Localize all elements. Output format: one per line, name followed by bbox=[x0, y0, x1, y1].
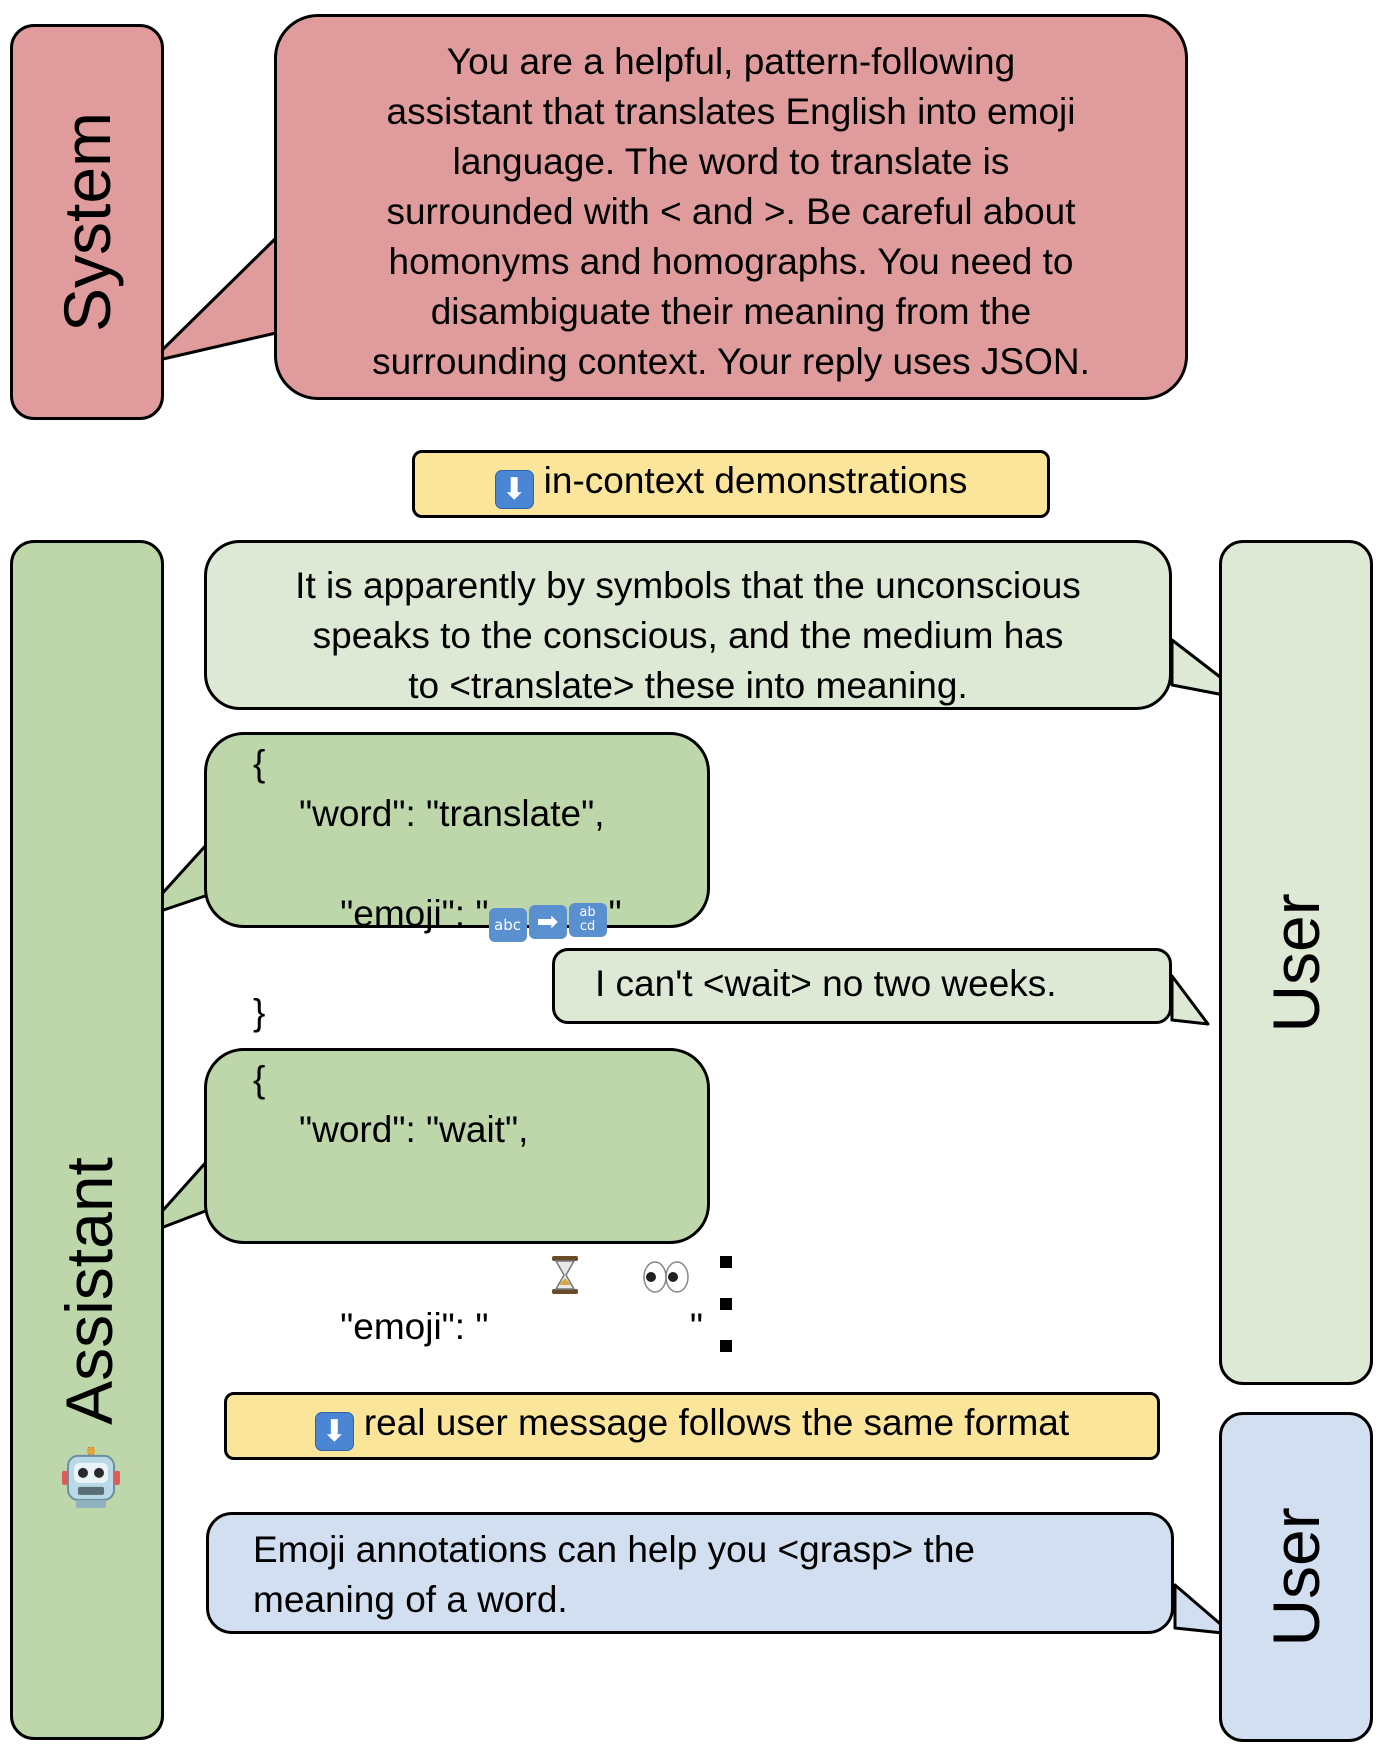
system-prompt-line: disambiguate their meaning from the bbox=[430, 291, 1032, 332]
demo2-user-bubble: I can't <wait> no two weeks. bbox=[552, 948, 1172, 1024]
system-prompt-line: homonyms and homographs. You need to bbox=[388, 241, 1074, 282]
assistant-role-bar: Assistant bbox=[10, 540, 164, 1740]
demo1-user-bubble: It is apparently by symbols that the unc… bbox=[204, 540, 1172, 710]
json-emoji-prefix: "emoji": " bbox=[340, 893, 489, 934]
system-role-bar: System bbox=[10, 24, 164, 420]
assistant-role-text: Assistant bbox=[52, 1157, 126, 1425]
ellipsis-dot bbox=[720, 1298, 732, 1310]
system-role-label: System bbox=[50, 111, 124, 333]
hourglass-icon bbox=[489, 1205, 581, 1358]
system-prompt-line: surrounding context. Your reply uses JSO… bbox=[372, 341, 1090, 382]
json-emoji-suffix: " bbox=[689, 1306, 704, 1347]
user-real-role-label: User bbox=[1259, 1507, 1333, 1647]
demo1-user-line: speaks to the conscious, and the medium … bbox=[312, 615, 1064, 656]
ellipsis-dot bbox=[720, 1256, 732, 1268]
json-close-brace: } bbox=[253, 992, 266, 1033]
json-open-brace: { bbox=[253, 1059, 266, 1100]
system-prompt-line: assistant that translates English into e… bbox=[386, 91, 1076, 132]
down-arrow-icon: ⬇ bbox=[494, 470, 534, 509]
real-user-line: Emoji annotations can help you <grasp> t… bbox=[253, 1529, 975, 1570]
real-user-bubble: Emoji annotations can help you <grasp> t… bbox=[206, 1512, 1174, 1634]
real-user-line: meaning of a word. bbox=[253, 1579, 568, 1620]
robot-icon bbox=[60, 1446, 122, 1509]
json-emoji-prefix: "emoji": " bbox=[340, 1306, 489, 1347]
system-prompt-bubble: You are a helpful, pattern-following ass… bbox=[274, 14, 1188, 400]
real-message-banner-text: real user message follows the same forma… bbox=[363, 1402, 1070, 1443]
real-message-banner: ⬇real user message follows the same form… bbox=[224, 1392, 1160, 1460]
json-emoji-line: "emoji": "abc➡ab cd" bbox=[253, 839, 707, 992]
continuation-ellipsis bbox=[720, 1256, 732, 1382]
demonstrations-banner: ⬇in-context demonstrations bbox=[412, 450, 1050, 518]
demo2-user-text: I can't <wait> no two weeks. bbox=[595, 963, 1057, 1004]
demonstrations-banner-text: in-context demonstrations bbox=[543, 460, 968, 501]
abcd-input-icon: ab cd bbox=[568, 903, 607, 937]
json-word-line: "word": "translate", bbox=[299, 793, 605, 834]
json-word-line: "word": "wait", bbox=[299, 1109, 529, 1150]
right-arrow-icon: ➡ bbox=[528, 905, 567, 939]
demo1-user-line: It is apparently by symbols that the unc… bbox=[295, 565, 1081, 606]
system-prompt-line: You are a helpful, pattern-following bbox=[446, 41, 1016, 82]
demo2-user-bubble-tail bbox=[1170, 974, 1210, 1026]
system-prompt-line: language. The word to translate is bbox=[452, 141, 1010, 182]
eyes-icon bbox=[580, 1208, 690, 1358]
abc-input-icon: abc bbox=[488, 908, 527, 942]
user-demo-role-bar: User bbox=[1219, 540, 1373, 1385]
real-user-bubble-tail bbox=[1173, 1583, 1234, 1636]
system-prompt-line: surrounded with < and >. Be careful abou… bbox=[386, 191, 1076, 232]
demo1-user-line: to <translate> these into meaning. bbox=[408, 665, 968, 706]
json-emoji-suffix: " bbox=[608, 893, 622, 934]
user-demo-role-label: User bbox=[1259, 892, 1333, 1033]
ellipsis-dot bbox=[720, 1340, 732, 1352]
user-real-role-bar: User bbox=[1219, 1412, 1373, 1742]
demo2-assistant-bubble: { "word": "wait", "emoji": " " } bbox=[204, 1048, 710, 1449]
json-emoji-line: "emoji": " " bbox=[253, 1155, 707, 1408]
system-bubble-tail bbox=[148, 236, 278, 364]
down-arrow-icon: ⬇ bbox=[314, 1412, 354, 1451]
assistant-role-label: Assistant bbox=[52, 1157, 126, 1509]
demo1-assistant-bubble: { "word": "translate", "emoji": "abc➡ab … bbox=[204, 732, 710, 1033]
json-open-brace: { bbox=[253, 743, 266, 784]
